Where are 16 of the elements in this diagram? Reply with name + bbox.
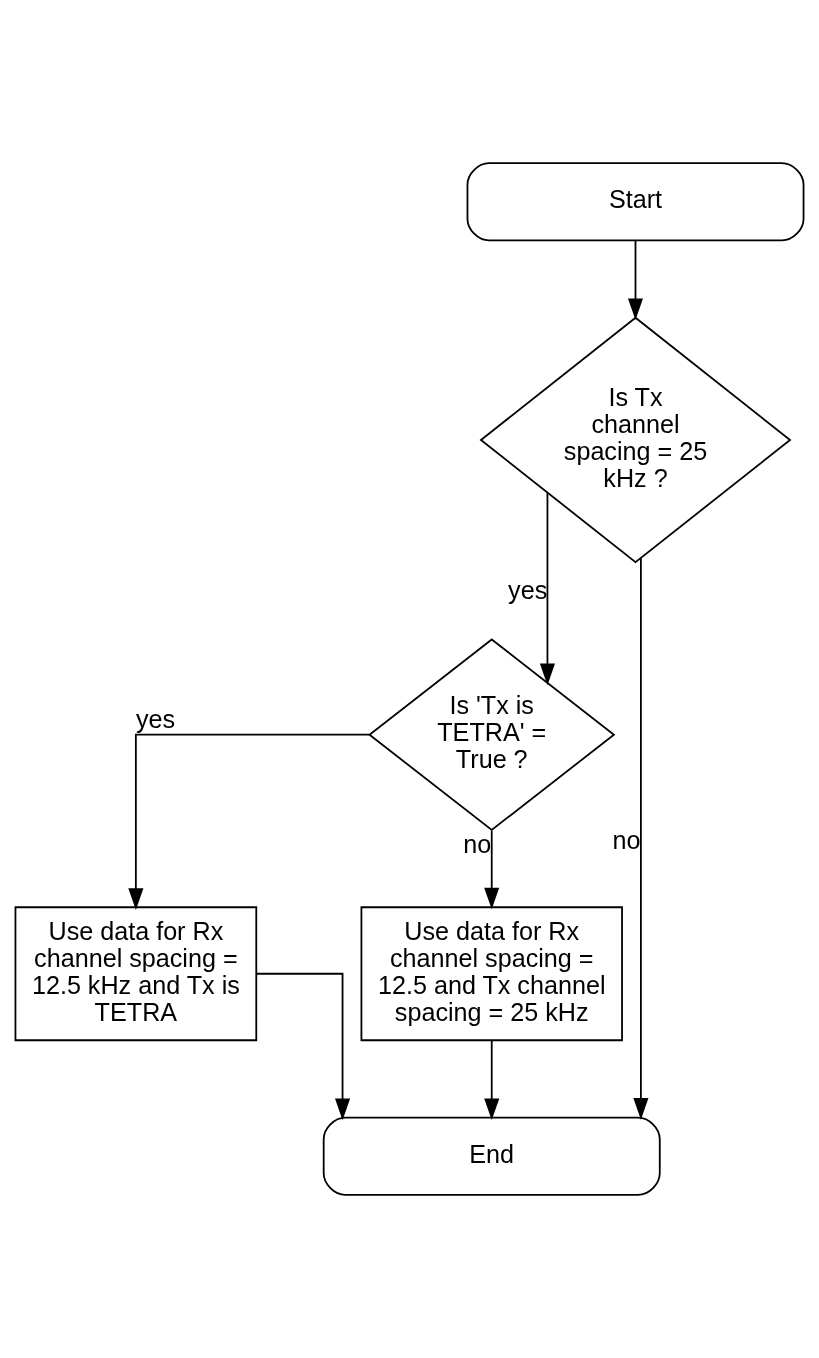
node-box: Use data for Rx channel spacing = 12.5 and Tx channel spacing = 25 kHz: [360, 906, 623, 1042]
edge-label: yes: [135, 704, 176, 733]
node-diamond: Is Tx channel spacing = 25 kHz ?: [479, 316, 792, 564]
edge-label: yes: [508, 575, 548, 604]
arrow: [633, 557, 649, 1120]
arrow: [484, 829, 500, 910]
node-diamond: Is 'Tx is TETRA' = True ?: [368, 638, 616, 832]
arrow: [128, 733, 371, 910]
arrow: [255, 972, 351, 1121]
arrow: [539, 491, 555, 686]
arrow: [627, 239, 644, 320]
node-box: End: [322, 1116, 661, 1196]
arrow: [484, 1039, 500, 1121]
edge-label: no: [463, 829, 492, 858]
node-box: Use data for Rx channel spacing = 12.5 kHz and Tx is TETRA: [14, 906, 258, 1042]
node-box: Start: [466, 162, 805, 242]
